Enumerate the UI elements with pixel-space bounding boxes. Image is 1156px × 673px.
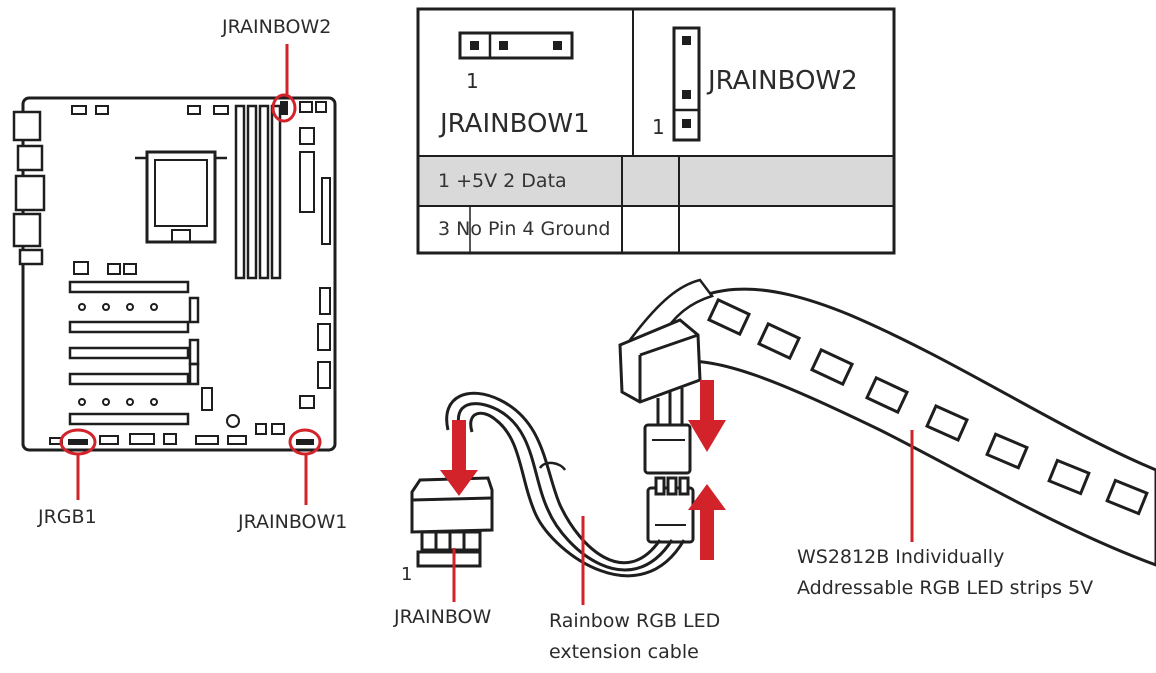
- extension-cable: [445, 391, 686, 578]
- jrainbow1-header-icon: [458, 31, 574, 60]
- callout-lines: [76, 44, 308, 505]
- table-jrainbow2-pin-number: 1: [652, 115, 665, 139]
- m2-screws: [78, 303, 158, 406]
- connector-pins-on-board: [68, 101, 314, 445]
- label-jrainbow2-board: JRAINBOW2: [222, 16, 332, 38]
- label-jrainbow-plug: JRAINBOW: [394, 606, 492, 628]
- plug-motion-arrows: [440, 380, 726, 560]
- pinout-table-frame: [416, 7, 896, 255]
- label-cable-line2: extension cable: [549, 641, 699, 663]
- io-panel: [12, 110, 46, 266]
- motherboard-outline: [21, 96, 337, 452]
- pcie-slots: [68, 280, 200, 426]
- label-strip-line1: WS2812B Individually: [797, 546, 1005, 568]
- table-jrainbow1-pin-number: 1: [466, 69, 479, 93]
- dimm-slots: [234, 104, 282, 280]
- jrainbow-plug: [410, 476, 494, 568]
- table-row-2: 3 No Pin 4 Ground: [438, 218, 611, 240]
- led-chips: [706, 297, 1149, 516]
- bottom-callout-lines: [452, 430, 914, 605]
- table-row-1: 1 +5V 2 Data: [438, 170, 567, 192]
- cable-mid-connector: [646, 476, 695, 544]
- label-jrgb1: JRGB1: [38, 506, 97, 528]
- label-pin-1: 1: [401, 564, 413, 585]
- connector-highlights: [59, 93, 322, 456]
- label-jrainbow1-board: JRAINBOW1: [238, 511, 348, 533]
- board-components: [49, 101, 331, 445]
- table-jrainbow1-name: JRAINBOW1: [440, 109, 590, 139]
- label-strip-line2: Addressable RGB LED strips 5V: [797, 577, 1094, 599]
- strip-end-connector: [618, 318, 702, 475]
- led-strip: [627, 278, 1156, 567]
- table-jrainbow2-name: JRAINBOW2: [708, 66, 858, 96]
- jrainbow2-header-icon: [672, 26, 701, 142]
- cpu-socket: [135, 150, 227, 244]
- label-cable-line1: Rainbow RGB LED: [549, 610, 721, 632]
